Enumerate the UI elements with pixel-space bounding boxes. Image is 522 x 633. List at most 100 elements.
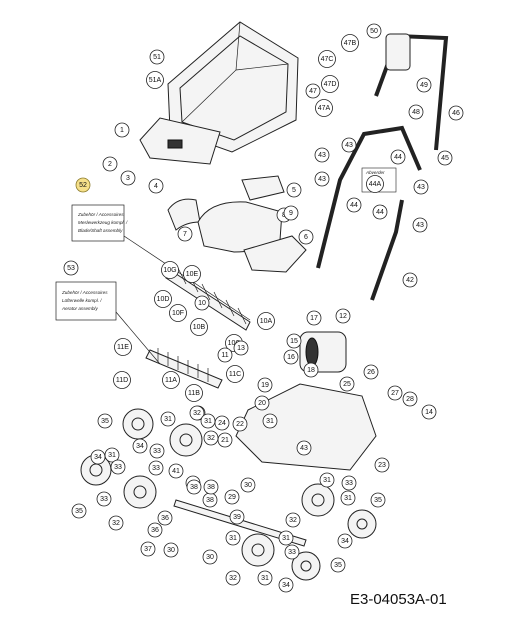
callout-label: 34	[282, 582, 290, 589]
callout-18: 18	[303, 362, 319, 378]
callout-label: 44A	[369, 181, 382, 188]
callout-circle	[232, 416, 248, 432]
callout-circle	[203, 479, 219, 495]
callout-label: 31	[108, 452, 116, 459]
callout-circle	[113, 371, 131, 389]
callout-35: 35	[330, 557, 346, 573]
callout-43: 43	[314, 171, 330, 187]
callout-47D: 47D	[321, 75, 339, 93]
callout-circle	[177, 226, 193, 242]
callout-46: 46	[448, 105, 464, 121]
callout-circle	[75, 177, 91, 193]
callout-circle	[402, 391, 418, 407]
callout-circle	[229, 509, 245, 525]
callout-circle	[390, 149, 406, 165]
callout-circle	[340, 490, 356, 506]
callout-circle	[370, 492, 386, 508]
callout-label: 49	[420, 82, 428, 89]
callout-circle	[284, 544, 300, 560]
document-code: E3-04053A-01	[350, 591, 447, 608]
callout-circle	[189, 405, 205, 421]
callout-circle	[285, 512, 301, 528]
callout-circle	[200, 413, 216, 429]
callout-label: 19	[261, 382, 269, 389]
callout-1: 1	[114, 122, 130, 138]
callout-circle	[254, 395, 270, 411]
callout-30: 30	[163, 542, 179, 558]
callout-44: 44	[390, 149, 406, 165]
callout-circle	[305, 83, 321, 99]
callout-circle	[168, 463, 184, 479]
callout-circle	[303, 362, 319, 378]
callout-label: 35	[75, 508, 83, 515]
callout-33: 33	[96, 491, 112, 507]
callout-label: 11	[221, 352, 228, 359]
callout-label: 30	[167, 547, 175, 554]
callout-circle	[194, 295, 210, 311]
callout-10E: 10E	[183, 265, 201, 283]
callout-circle	[257, 570, 273, 586]
callout-35: 35	[370, 492, 386, 508]
callout-10A: 10A	[257, 312, 275, 330]
callout-circle	[97, 413, 113, 429]
callout-circle	[146, 71, 164, 89]
callout-34: 34	[278, 577, 294, 593]
callout-circle	[319, 472, 335, 488]
callout-circle	[149, 49, 165, 65]
callout-label: 14	[425, 409, 433, 416]
callout-circle	[186, 479, 202, 495]
accessory-note-1: Zubehör / Accessoires Meslewerkzeug komp…	[71, 204, 128, 242]
callout-label: 33	[114, 464, 122, 471]
callout-label: 31	[344, 495, 352, 502]
callout-circle	[71, 503, 87, 519]
callout-circle	[257, 312, 275, 330]
callout-label: 39	[233, 514, 241, 521]
callout-label: 45	[441, 155, 449, 162]
callout-12: 12	[335, 308, 351, 324]
callout-label: 31	[229, 535, 237, 542]
callout-label: 47	[309, 88, 317, 95]
motor-drawing	[299, 331, 347, 373]
callout-33: 33	[110, 459, 126, 475]
callout-35: 35	[71, 503, 87, 519]
note1-line2: Meslewerkzeug kompl. /	[78, 220, 128, 225]
callout-label: 21	[221, 437, 229, 444]
callout-label: 47D	[324, 81, 337, 88]
callout-label: 38	[207, 484, 215, 491]
callout-circle	[286, 333, 302, 349]
callout-5: 5	[286, 182, 302, 198]
callout-circle	[110, 459, 126, 475]
callout-circle	[224, 489, 240, 505]
callout-label: 17	[310, 315, 318, 322]
callout-circle	[296, 440, 312, 456]
motor-cover-drawing	[243, 235, 307, 273]
callout-32: 32	[203, 430, 219, 446]
callout-circle	[160, 411, 176, 427]
callout-label: 36	[151, 527, 159, 534]
callout-label: 50	[370, 28, 378, 35]
callout-circle	[185, 384, 203, 402]
wheels-drawing	[80, 408, 377, 581]
callout-10F: 10F	[169, 304, 187, 322]
callout-label: 10C	[228, 340, 241, 347]
callout-label: 33	[288, 549, 296, 556]
callout-circle	[140, 541, 156, 557]
callout-10: 10	[194, 295, 210, 311]
catcher-frame-drawing	[139, 117, 221, 165]
note2-line2: Lüfterwelle kompl. /	[62, 298, 102, 303]
callout-label: 11D	[116, 377, 128, 384]
callout-circle	[162, 371, 180, 389]
callout-circle	[335, 308, 351, 324]
callout-3: 3	[120, 170, 136, 186]
callout-label: 11C	[229, 371, 241, 378]
callout-label: 10E	[186, 271, 199, 278]
callout-47B: 47B	[341, 34, 359, 52]
callout-label: 43	[300, 445, 308, 452]
callout-label: 1	[120, 127, 124, 134]
callout-circle	[387, 385, 403, 401]
callout-label: 9	[289, 210, 293, 217]
note2-line1: Zubehör / Accessoires	[61, 290, 108, 295]
callout-circle	[412, 217, 428, 233]
